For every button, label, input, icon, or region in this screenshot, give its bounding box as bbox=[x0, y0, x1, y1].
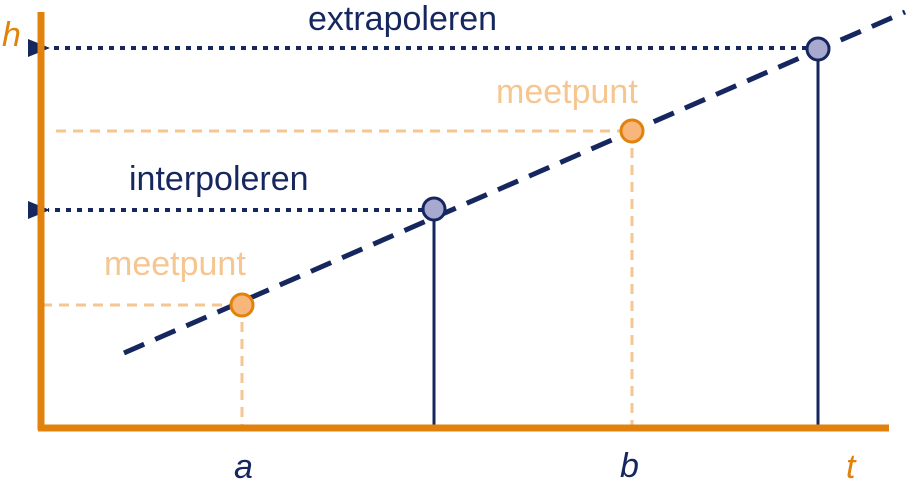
interpolated-point bbox=[421, 196, 447, 222]
measure-point-upper-label: meetpunt bbox=[496, 73, 638, 111]
measure-point-upper bbox=[619, 118, 645, 144]
tick-label-a: a bbox=[234, 448, 253, 482]
y-axis-label: h bbox=[2, 16, 21, 54]
extrapolated-point bbox=[805, 36, 831, 62]
measure-point-lower bbox=[229, 292, 255, 318]
measure-point-lower-label: meetpunt bbox=[104, 245, 246, 283]
interpolate-label: interpoleren bbox=[129, 160, 309, 198]
x-axis-label: t bbox=[846, 448, 857, 482]
tick-label-b: b bbox=[620, 447, 639, 482]
extrapolate-label: extrapoleren bbox=[308, 0, 497, 38]
trend-line bbox=[122, 9, 907, 356]
